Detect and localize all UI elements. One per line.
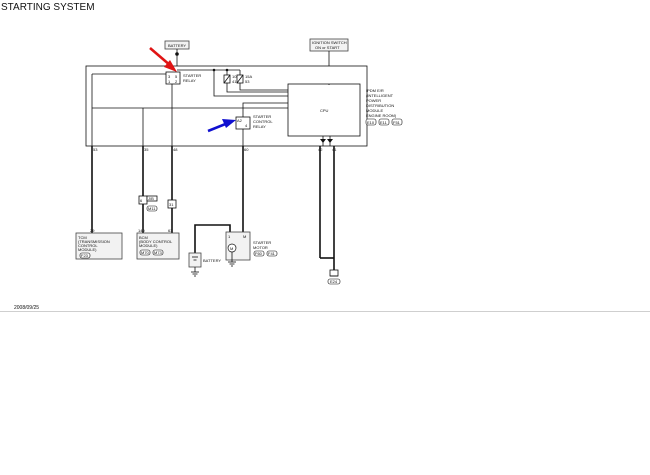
bcm-label-2: (BODY CONTROL xyxy=(139,239,173,244)
ctrl-pin-b: 4 xyxy=(245,123,248,128)
ground-arrow-b-icon xyxy=(327,139,333,143)
starter-pin-m: M xyxy=(243,234,246,239)
pin-ipdm-fuse: 48 xyxy=(173,147,178,152)
ipdm-label-1: IPDM E/R xyxy=(366,88,384,93)
starter-connector-2 xyxy=(266,250,278,257)
cpu-box xyxy=(287,83,361,137)
fuse-b-to-cpu xyxy=(239,88,288,91)
fuse-block-conn-label: M11 xyxy=(148,206,156,211)
pin-ipdm-tcm: 53 xyxy=(93,147,98,152)
ipdm-label-2: (INTELLIGENT xyxy=(366,93,394,98)
ipdm-conn-2-label: E11 xyxy=(380,120,388,125)
starter-relay-box xyxy=(165,71,181,85)
fuse-b-element xyxy=(236,74,244,84)
diagram-frame xyxy=(0,311,650,312)
ground-arrow-a-icon xyxy=(320,139,326,143)
cpu-label: CPU xyxy=(320,108,329,113)
tcm-label-3: CONTROL xyxy=(78,243,98,248)
ground-connector-label: E24 xyxy=(330,279,338,284)
ignition-switch-label-1: IGNITION SWITCH xyxy=(312,40,347,45)
starter-relay-label-2: RELAY xyxy=(183,78,196,83)
starter-motor-label-2: MOTOR xyxy=(253,245,268,250)
fuse-block-box xyxy=(146,195,158,202)
fuse-a-rating: 10A xyxy=(232,74,239,79)
battery-bottom-label: BATTERY xyxy=(203,258,221,263)
fuse-block-pin-in: 6 xyxy=(140,198,143,203)
relay-pin-a: 3 xyxy=(168,74,171,79)
ipdm-label-5: MODULE xyxy=(366,108,383,113)
fuse-splice-b xyxy=(225,68,229,72)
bcm-b-inline-connector xyxy=(167,199,177,209)
blue-arrow-icon xyxy=(222,119,236,128)
ipdm-conn-2 xyxy=(378,118,390,126)
tcm-label-2: (TRANSMISSION xyxy=(78,239,110,244)
bcm-connector-1-label: M70 xyxy=(141,250,150,255)
relay-pin-d: 2 xyxy=(175,79,178,84)
bcm-connector-2 xyxy=(152,249,164,256)
ground-connector xyxy=(327,278,341,285)
control-relay-label-2: CONTROL xyxy=(253,119,273,124)
fuse-b-number: 53 xyxy=(245,79,250,84)
battery-to-starter-cable xyxy=(194,224,231,253)
pin-ipdm-starter: 60 xyxy=(244,147,249,152)
ignition-switch-label-2: ON or START xyxy=(315,45,340,50)
battery-top-label: BATTERY xyxy=(168,43,186,48)
fuse-splice xyxy=(212,68,216,72)
page-title: STARTING SYSTEM xyxy=(1,2,95,13)
fuse-a-number: 41 xyxy=(232,79,237,84)
ground-point-box xyxy=(329,269,339,277)
starter-pin-b: 1 xyxy=(228,234,231,239)
pin-tcm-in: 29 xyxy=(90,228,95,233)
bcm-label-3: MODULE) xyxy=(139,243,158,248)
ipdm-label-4: DISTRIBUTION xyxy=(366,103,394,108)
pin-bcm-in: 140 xyxy=(138,228,145,233)
fuse-block-label: J/B xyxy=(148,196,154,201)
ipdm-conn-1-label: E10 xyxy=(367,120,375,125)
pin-ipdm-bcm: 35 xyxy=(144,147,149,152)
ipdm-conn-1 xyxy=(365,118,377,126)
tcm-connector-label: F23 xyxy=(81,253,89,258)
relay-pin-b: 5 xyxy=(175,74,178,79)
bcm-connector-2-label: M73 xyxy=(154,250,163,255)
control-relay-to-cpu xyxy=(242,102,288,117)
relay-pin-c: 1 xyxy=(168,79,171,84)
ctrl-pin-a: A2 xyxy=(237,118,243,123)
fuse-a-element xyxy=(223,74,231,84)
fuse-block-pin-out: 31 xyxy=(169,202,174,207)
starter-motor-label-1: STARTER xyxy=(253,240,271,245)
ipdm-label-3: POWER xyxy=(366,98,381,103)
tcm-label-4: MODULE) xyxy=(78,247,97,252)
tcm-label-1: TCM xyxy=(78,235,87,240)
red-arrow-icon xyxy=(164,60,177,72)
tcm-connector xyxy=(79,252,91,259)
starter-connector-1 xyxy=(253,250,265,257)
fuse-b-rating: 15A xyxy=(245,74,252,79)
starter-connector-2-label: F41 xyxy=(268,251,276,256)
bcm-label-1: BCM xyxy=(139,235,148,240)
pin-bcm-in-b: 63 xyxy=(168,228,173,233)
ipdm-conn-3-label: F51 xyxy=(393,120,401,125)
starter-relay-label-1: STARTER xyxy=(183,73,201,78)
fuse-a-to-cpu xyxy=(226,88,288,93)
starter-motor-glyph: M xyxy=(230,246,233,251)
relay-to-cpu-wire xyxy=(177,69,288,97)
ipdm-conn-3 xyxy=(391,118,403,126)
diagram-date: 2008/09/25 xyxy=(14,305,39,311)
control-relay-label-3: RELAY xyxy=(253,124,266,129)
starter-connector-1-label: F60 xyxy=(255,251,263,256)
control-relay-label-1: STARTER xyxy=(253,114,271,119)
ipdm-label-6: ENGINE ROOM) xyxy=(366,113,397,118)
battery-splice xyxy=(175,52,179,56)
bcm-connector-1 xyxy=(139,249,151,256)
fuse-block-conn xyxy=(146,205,158,212)
